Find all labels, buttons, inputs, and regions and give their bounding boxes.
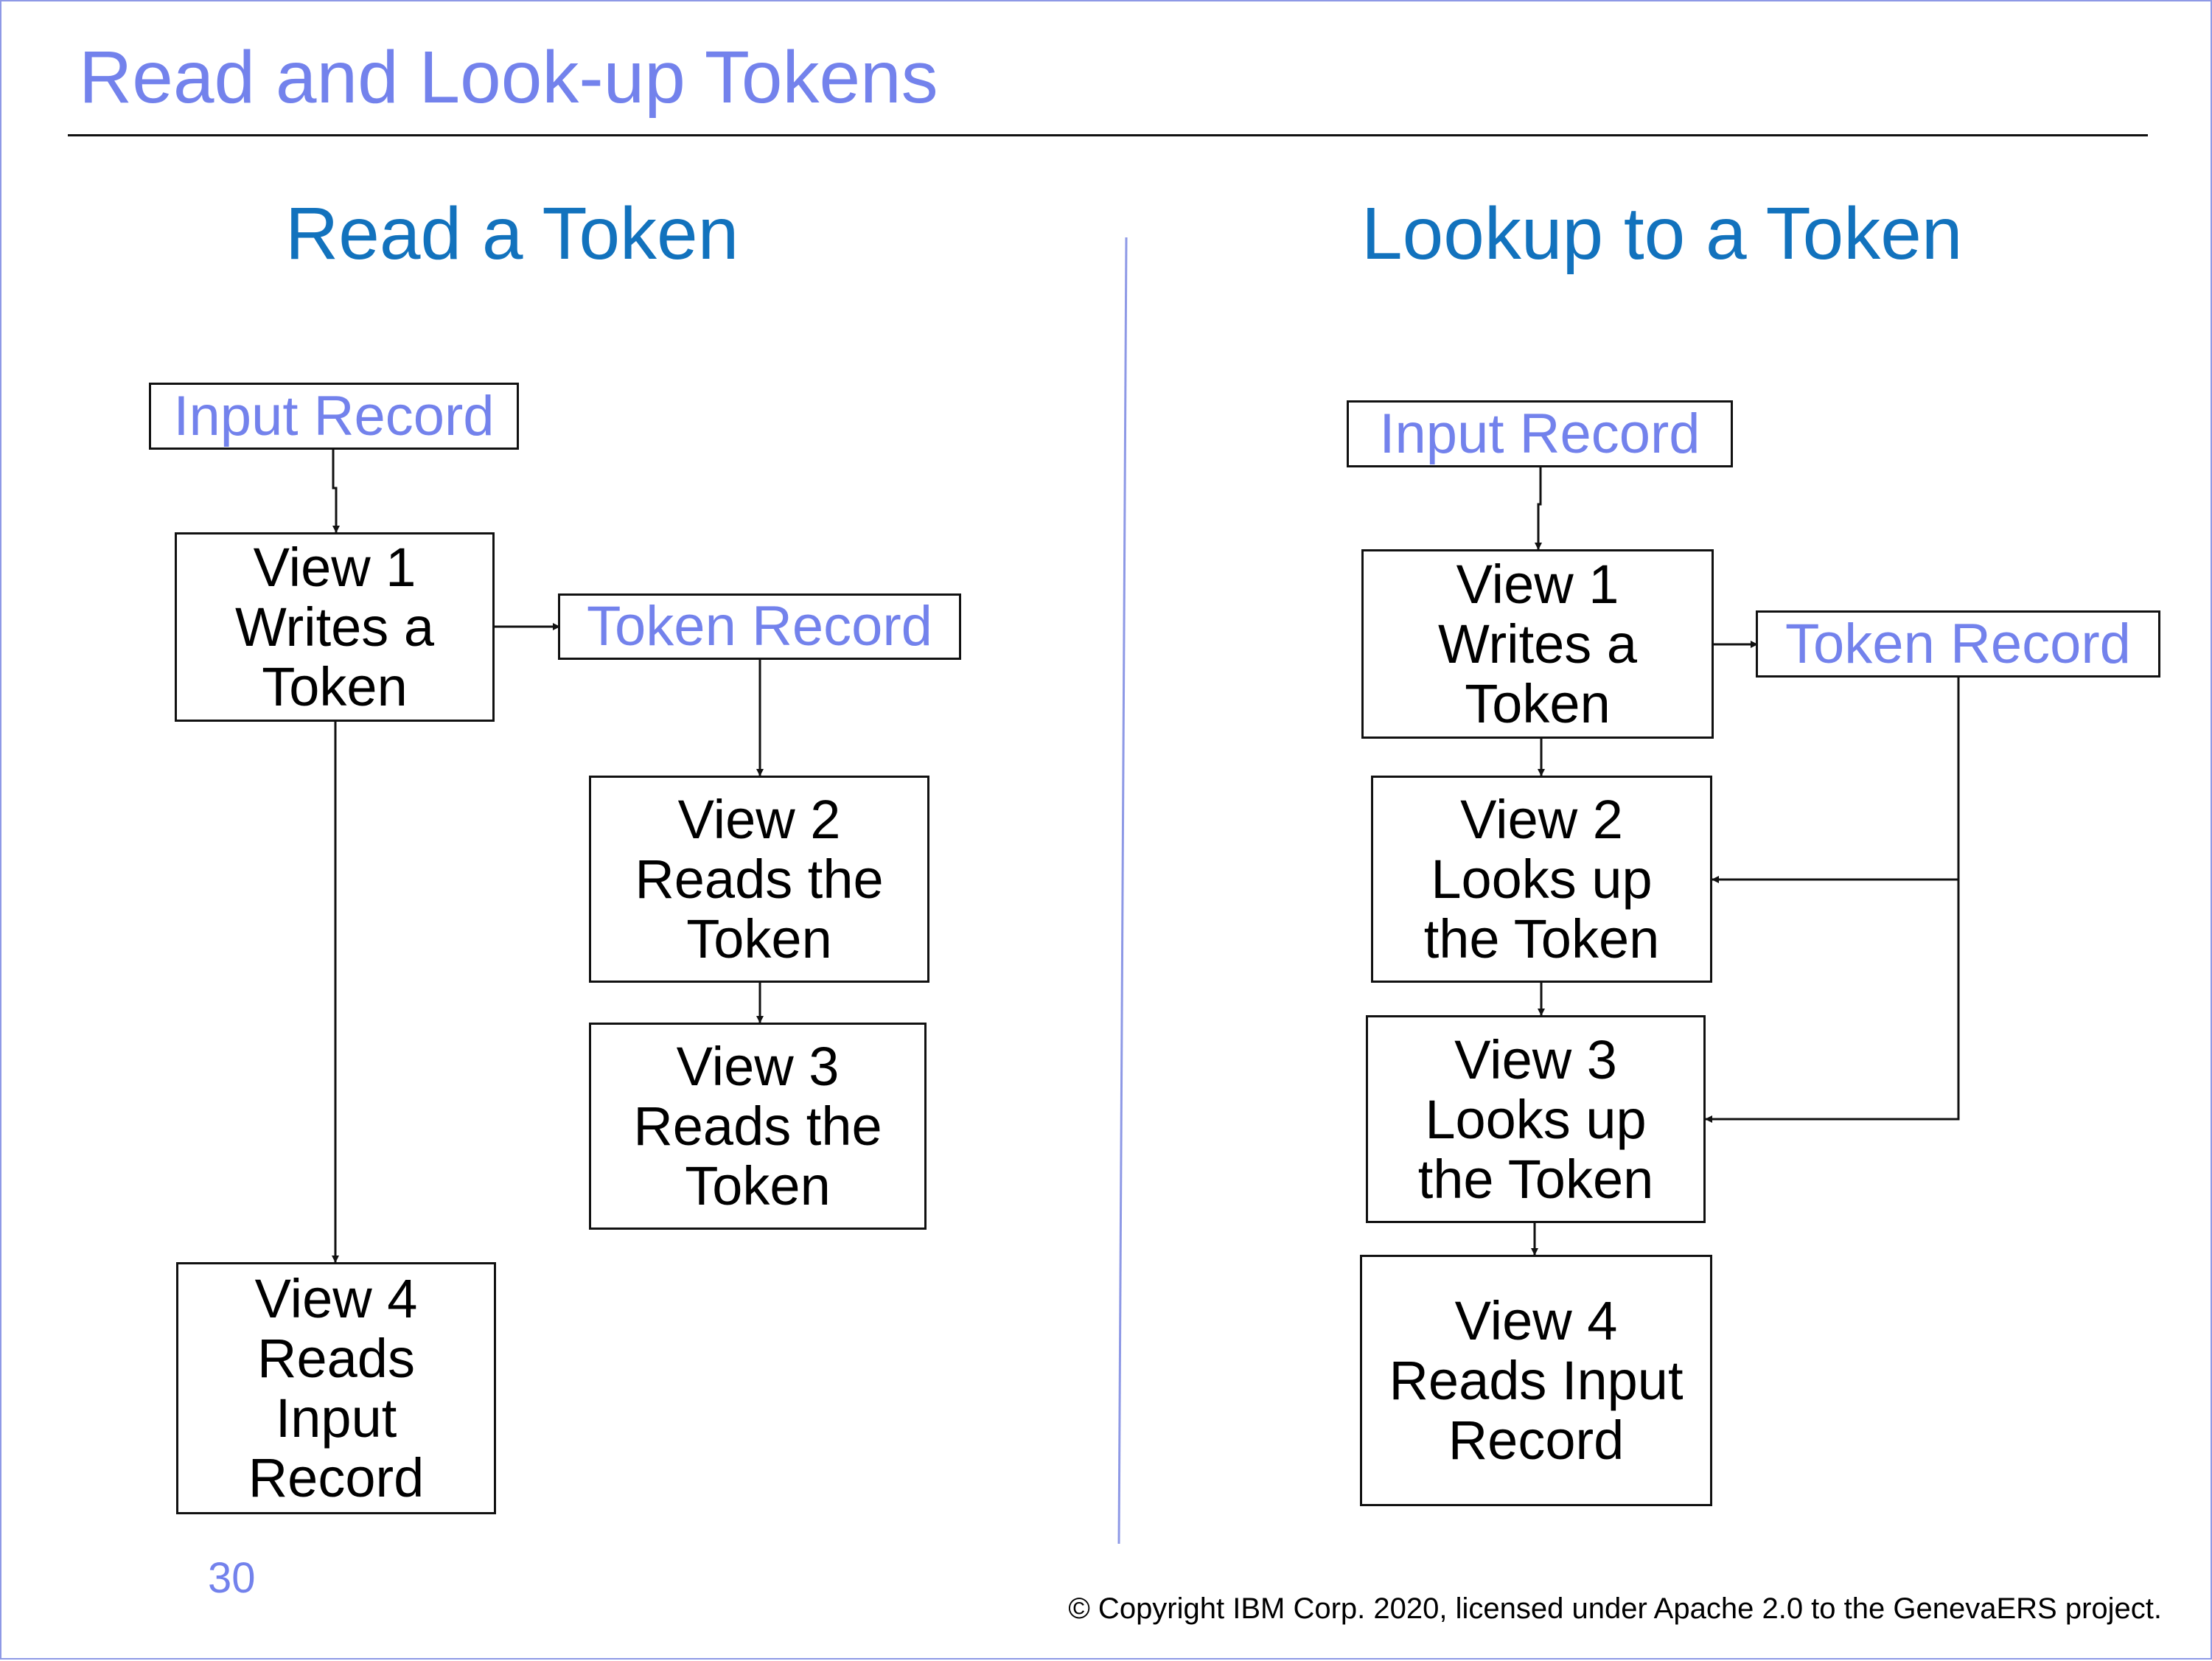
left-view4-line2: Reads [257,1328,415,1389]
right-view1-line3: Token [1465,673,1611,734]
left-view1-line2: Writes a [234,596,435,658]
right-view3-line1: View 3 [1454,1028,1617,1090]
right-view4-box: View 4 Reads Input Record [1360,1255,1712,1506]
left-view4-box: View 4 Reads Input Record [176,1262,496,1514]
left-view3-box: View 3 Reads the Token [589,1023,927,1230]
right-view1-line2: Writes a [1437,613,1638,675]
left-view1-box: View 1 Writes a Token [175,532,495,722]
left-view2-line2: Reads the [635,849,884,910]
left-view2-line1: View 2 [677,789,841,850]
right-token-record: Token Record [1756,610,2160,678]
left-view2-line3: Token [686,908,832,969]
left-view2-box: View 2 Reads the Token [589,776,929,983]
right-view3-box: View 3 Looks up the Token [1366,1015,1706,1223]
arrow-token-to-view3-right [1705,880,1960,1123]
right-view2-line2: Looks up [1431,849,1653,910]
left-view1-line3: Token [262,656,408,717]
right-view3-line3: the Token [1417,1148,1654,1210]
right-view1-line1: View 1 [1456,554,1619,615]
column-divider [1117,237,1128,1545]
right-view4-line3: Record [1448,1410,1625,1471]
left-heading: Read a Token [285,192,739,275]
page-number: 30 [208,1554,256,1602]
left-input-record: Input Record [149,383,519,450]
arrow-input-to-view1-right [1535,467,1542,550]
copyright-notice: © Copyright IBM Corp. 2020, licensed und… [1068,1592,2162,1625]
title-underline [68,134,2148,136]
right-view4-line2: Reads Input [1389,1350,1684,1411]
left-view4-line4: Record [248,1447,425,1508]
arrow-input-to-view1-left [332,450,340,533]
left-view3-line2: Reads the [633,1096,882,1157]
left-view3-line3: Token [685,1155,831,1216]
right-input-record: Input Record [1347,400,1733,467]
left-view4-line3: Input [275,1387,397,1449]
right-heading: Lookup to a Token [1361,192,1963,275]
right-view2-line1: View 2 [1460,789,1623,850]
arrow-token-to-view2-right [1712,678,1960,883]
slide-title: Read and Look-up Tokens [79,36,938,119]
left-view1-line1: View 1 [253,537,416,598]
right-view2-line3: the Token [1423,908,1660,969]
left-token-record: Token Record [558,593,961,660]
left-view3-line1: View 3 [676,1036,840,1097]
right-view4-line1: View 4 [1454,1290,1618,1351]
right-view2-box: View 2 Looks up the Token [1371,776,1712,983]
right-view1-box: View 1 Writes a Token [1361,549,1714,739]
right-view3-line2: Looks up [1425,1088,1647,1150]
left-view4-line1: View 4 [254,1268,418,1329]
